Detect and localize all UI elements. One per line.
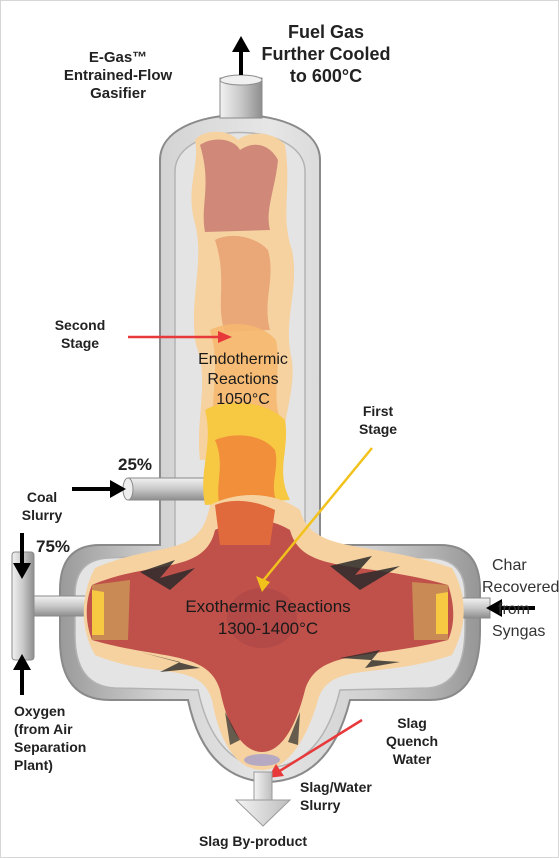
char-line-1: Char: [492, 557, 527, 574]
oxygen-75-percent: 75%: [36, 537, 70, 556]
upper-flame: [191, 132, 294, 507]
char-line-4: Syngas: [492, 623, 545, 640]
slag-byproduct-label: Slag By-product: [199, 833, 307, 849]
slag-quench-line-2: Quench: [386, 733, 438, 749]
slag-water-line-1: Slag/Water: [300, 779, 372, 795]
slag-quench-line-1: Slag: [397, 715, 427, 731]
char-recovery-pipe: [462, 598, 490, 618]
title-line-1: E-Gas™: [89, 49, 147, 66]
second-stage-line-2: Stage: [61, 335, 99, 351]
slag-quench-line-3: Water: [393, 751, 432, 767]
endothermic-line-2: Reactions: [207, 371, 278, 388]
title-line-2: Entrained-Flow: [64, 67, 173, 84]
title-line-3: Gasifier: [90, 85, 146, 102]
slag-water-line-2: Slurry: [300, 797, 341, 813]
second-stage-line-1: Second: [55, 317, 106, 333]
oxygen-line-4: Plant): [14, 757, 53, 773]
fuel-gas-line-1: Fuel Gas: [288, 22, 364, 42]
coal-slurry-pipe: [128, 478, 212, 500]
char-line-3: from: [498, 601, 530, 618]
first-stage-line-1: First: [363, 403, 394, 419]
coal-slurry-arrow: [72, 480, 126, 498]
coal-slurry-line-2: Slurry: [22, 507, 63, 523]
oxygen-line-3: Separation: [14, 739, 86, 755]
oxygen-line-2: (from Air: [14, 721, 73, 737]
oxygen-line-1: Oxygen: [14, 703, 65, 719]
coal-slurry-line-1: Coal: [27, 489, 57, 505]
first-stage-line-2: Stage: [359, 421, 397, 437]
coal-25-percent: 25%: [118, 455, 152, 474]
fuel-gas-line-3: to 600°C: [290, 66, 362, 86]
endothermic-line-1: Endothermic: [198, 351, 288, 368]
fuel-gas-line-2: Further Cooled: [262, 44, 391, 64]
endothermic-line-3: 1050°C: [216, 391, 270, 408]
exothermic-line-1: Exothermic Reactions: [185, 597, 350, 616]
exothermic-line-2: 1300-1400°C: [218, 619, 318, 638]
char-line-2: Recovered: [482, 579, 559, 596]
fuel-gas-out-arrow: [232, 36, 250, 75]
